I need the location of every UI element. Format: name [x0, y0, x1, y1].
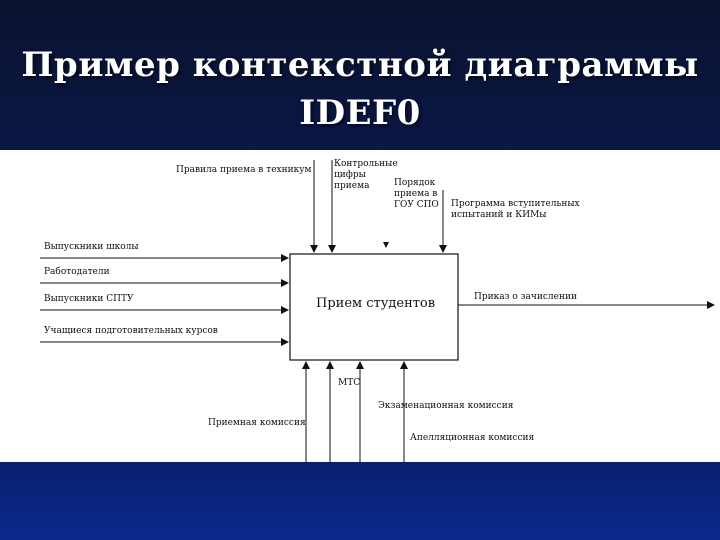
control-label-3: Порядок приема в ГОУ СПО: [394, 178, 439, 210]
output-label-1: Приказ о зачислении: [474, 292, 577, 302]
slide-title-line-1: Пример контекстной диаграммы: [21, 44, 699, 85]
mechanism-label-2: МТС: [338, 378, 361, 388]
input-label-3: Выпускники СПТУ: [44, 294, 134, 304]
control-label-4: Программа вступительных испытаний и КИМы: [451, 199, 580, 220]
function-box: [289, 253, 459, 361]
control-label-1: Правила приема в техникум: [176, 165, 312, 175]
slide-title-line-2: IDEF0: [299, 92, 421, 133]
input-label-4: Учащиеся подготовительных курсов: [44, 326, 218, 336]
function-box-label: Прием студентов: [316, 296, 436, 311]
bottom-band: [0, 462, 720, 540]
mechanism-label-3: Экзаменационная комиссия: [378, 401, 514, 411]
diagram-lines: [40, 160, 715, 462]
control-label-2: Контрольные цифры приема: [334, 159, 398, 191]
idef0-diagram: Прием студентов Выпускники школы Работод…: [0, 150, 720, 462]
mechanism-label-1: Приемная комиссия: [208, 418, 306, 428]
mechanism-label-4: Апелляционная комиссия: [410, 433, 535, 443]
control-arrow-3-head: [383, 242, 389, 248]
input-label-2: Работодатели: [44, 267, 110, 277]
slide-title: Пример контекстной диаграммы IDEF0: [0, 41, 720, 137]
input-label-1: Выпускники школы: [44, 242, 139, 252]
